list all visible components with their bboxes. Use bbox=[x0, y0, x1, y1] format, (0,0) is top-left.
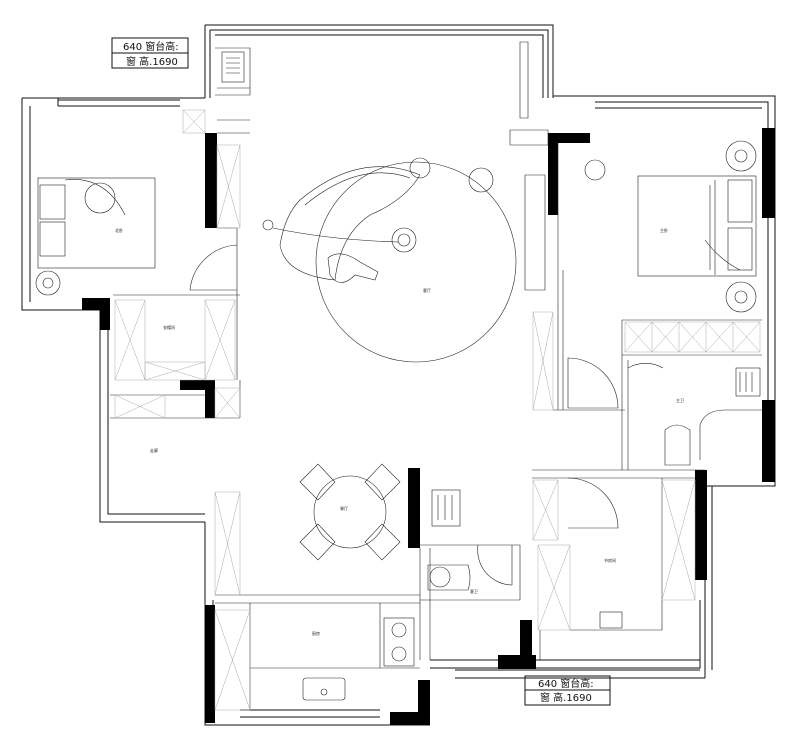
living-area bbox=[262, 157, 517, 363]
room-labels: 北卧 主卧 客厅 衣帽间 走廊 餐厅 厨房 主卫 客卫 书房间 bbox=[115, 227, 684, 636]
label-master-bedroom: 主卧 bbox=[660, 227, 668, 233]
label-corridor: 走廊 bbox=[150, 447, 158, 453]
bath-fixtures bbox=[427, 367, 762, 629]
label-study: 书房间 bbox=[604, 557, 616, 563]
label-second-bedroom: 北卧 bbox=[115, 227, 123, 233]
window-note-top-line2: 窗 高.1690 bbox=[126, 55, 178, 68]
label-kitchen: 厨房 bbox=[312, 630, 320, 636]
dining-set bbox=[299, 463, 401, 561]
label-living-room: 客厅 bbox=[423, 287, 431, 293]
label-master-bath: 主卫 bbox=[676, 397, 684, 403]
kitchen-fixtures bbox=[221, 51, 415, 701]
cabinets bbox=[114, 109, 761, 711]
solid-walls bbox=[82, 128, 775, 725]
doors bbox=[189, 244, 664, 586]
window-note-bottom-line1: 640 窗台高: bbox=[538, 677, 594, 690]
label-guest-bath: 客卫 bbox=[470, 588, 478, 594]
window-note-bottom-line2: 窗 高.1690 bbox=[540, 691, 592, 704]
label-dining: 餐厅 bbox=[340, 505, 348, 511]
bed-right bbox=[584, 140, 757, 313]
window-note-top-line1: 640 窗台高: bbox=[123, 40, 179, 53]
label-cloakroom: 衣帽间 bbox=[163, 324, 175, 330]
bed-left bbox=[35, 177, 156, 296]
window-note-top: 640 窗台高: 窗 高.1690 bbox=[111, 37, 189, 69]
outer-walls bbox=[21, 24, 776, 726]
window-note-bottom: 640 窗台高: 窗 高.1690 bbox=[524, 675, 611, 706]
